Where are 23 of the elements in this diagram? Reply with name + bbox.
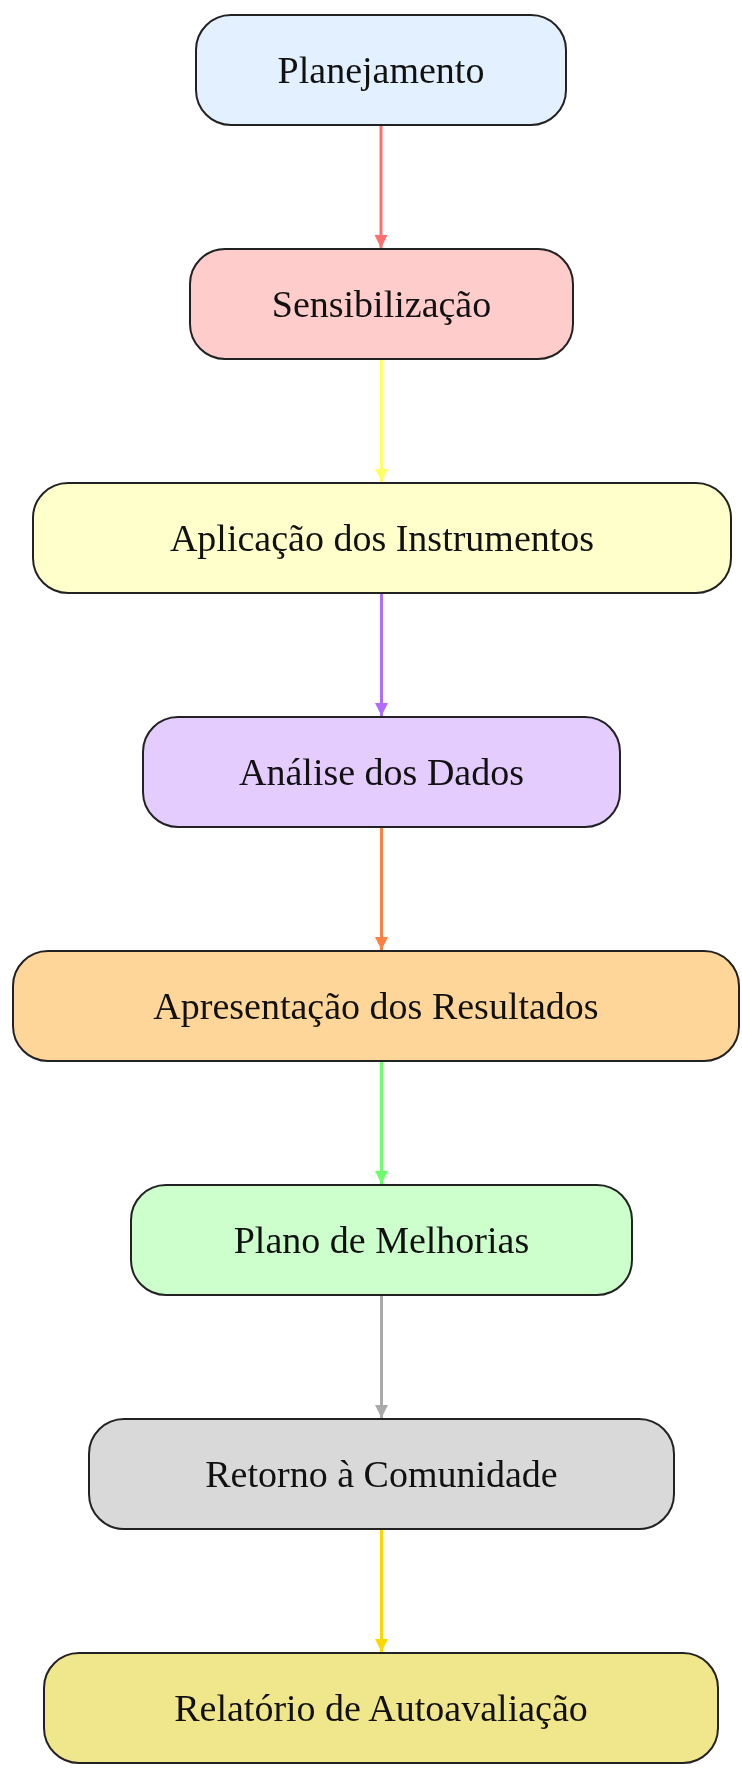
process-box [88, 1418, 675, 1530]
process-box [32, 482, 732, 594]
step-label: Sensibilização [271, 282, 492, 326]
process-box [142, 716, 621, 828]
arrow [374, 1062, 389, 1184]
step-label: Retorno à Comunidade [205, 1452, 558, 1496]
process-box [195, 14, 567, 126]
step-label: Análise dos Dados [239, 750, 524, 794]
step-label: Relatório de Autoavaliação [174, 1686, 588, 1730]
arrow [374, 828, 389, 950]
process-box [12, 950, 740, 1062]
arrow [374, 360, 389, 482]
arrow [374, 594, 389, 716]
step-label: Apresentação dos Resultados [153, 984, 599, 1028]
process-box [130, 1184, 633, 1296]
step-label: Aplicação dos Instrumentos [169, 516, 595, 560]
step-label: Planejamento [277, 48, 485, 92]
arrow [374, 126, 388, 248]
step-label: Plano de Melhorias [233, 1218, 530, 1262]
process-box [43, 1652, 719, 1764]
process-box [189, 248, 574, 360]
arrow [374, 1530, 389, 1652]
arrow [374, 1296, 389, 1418]
